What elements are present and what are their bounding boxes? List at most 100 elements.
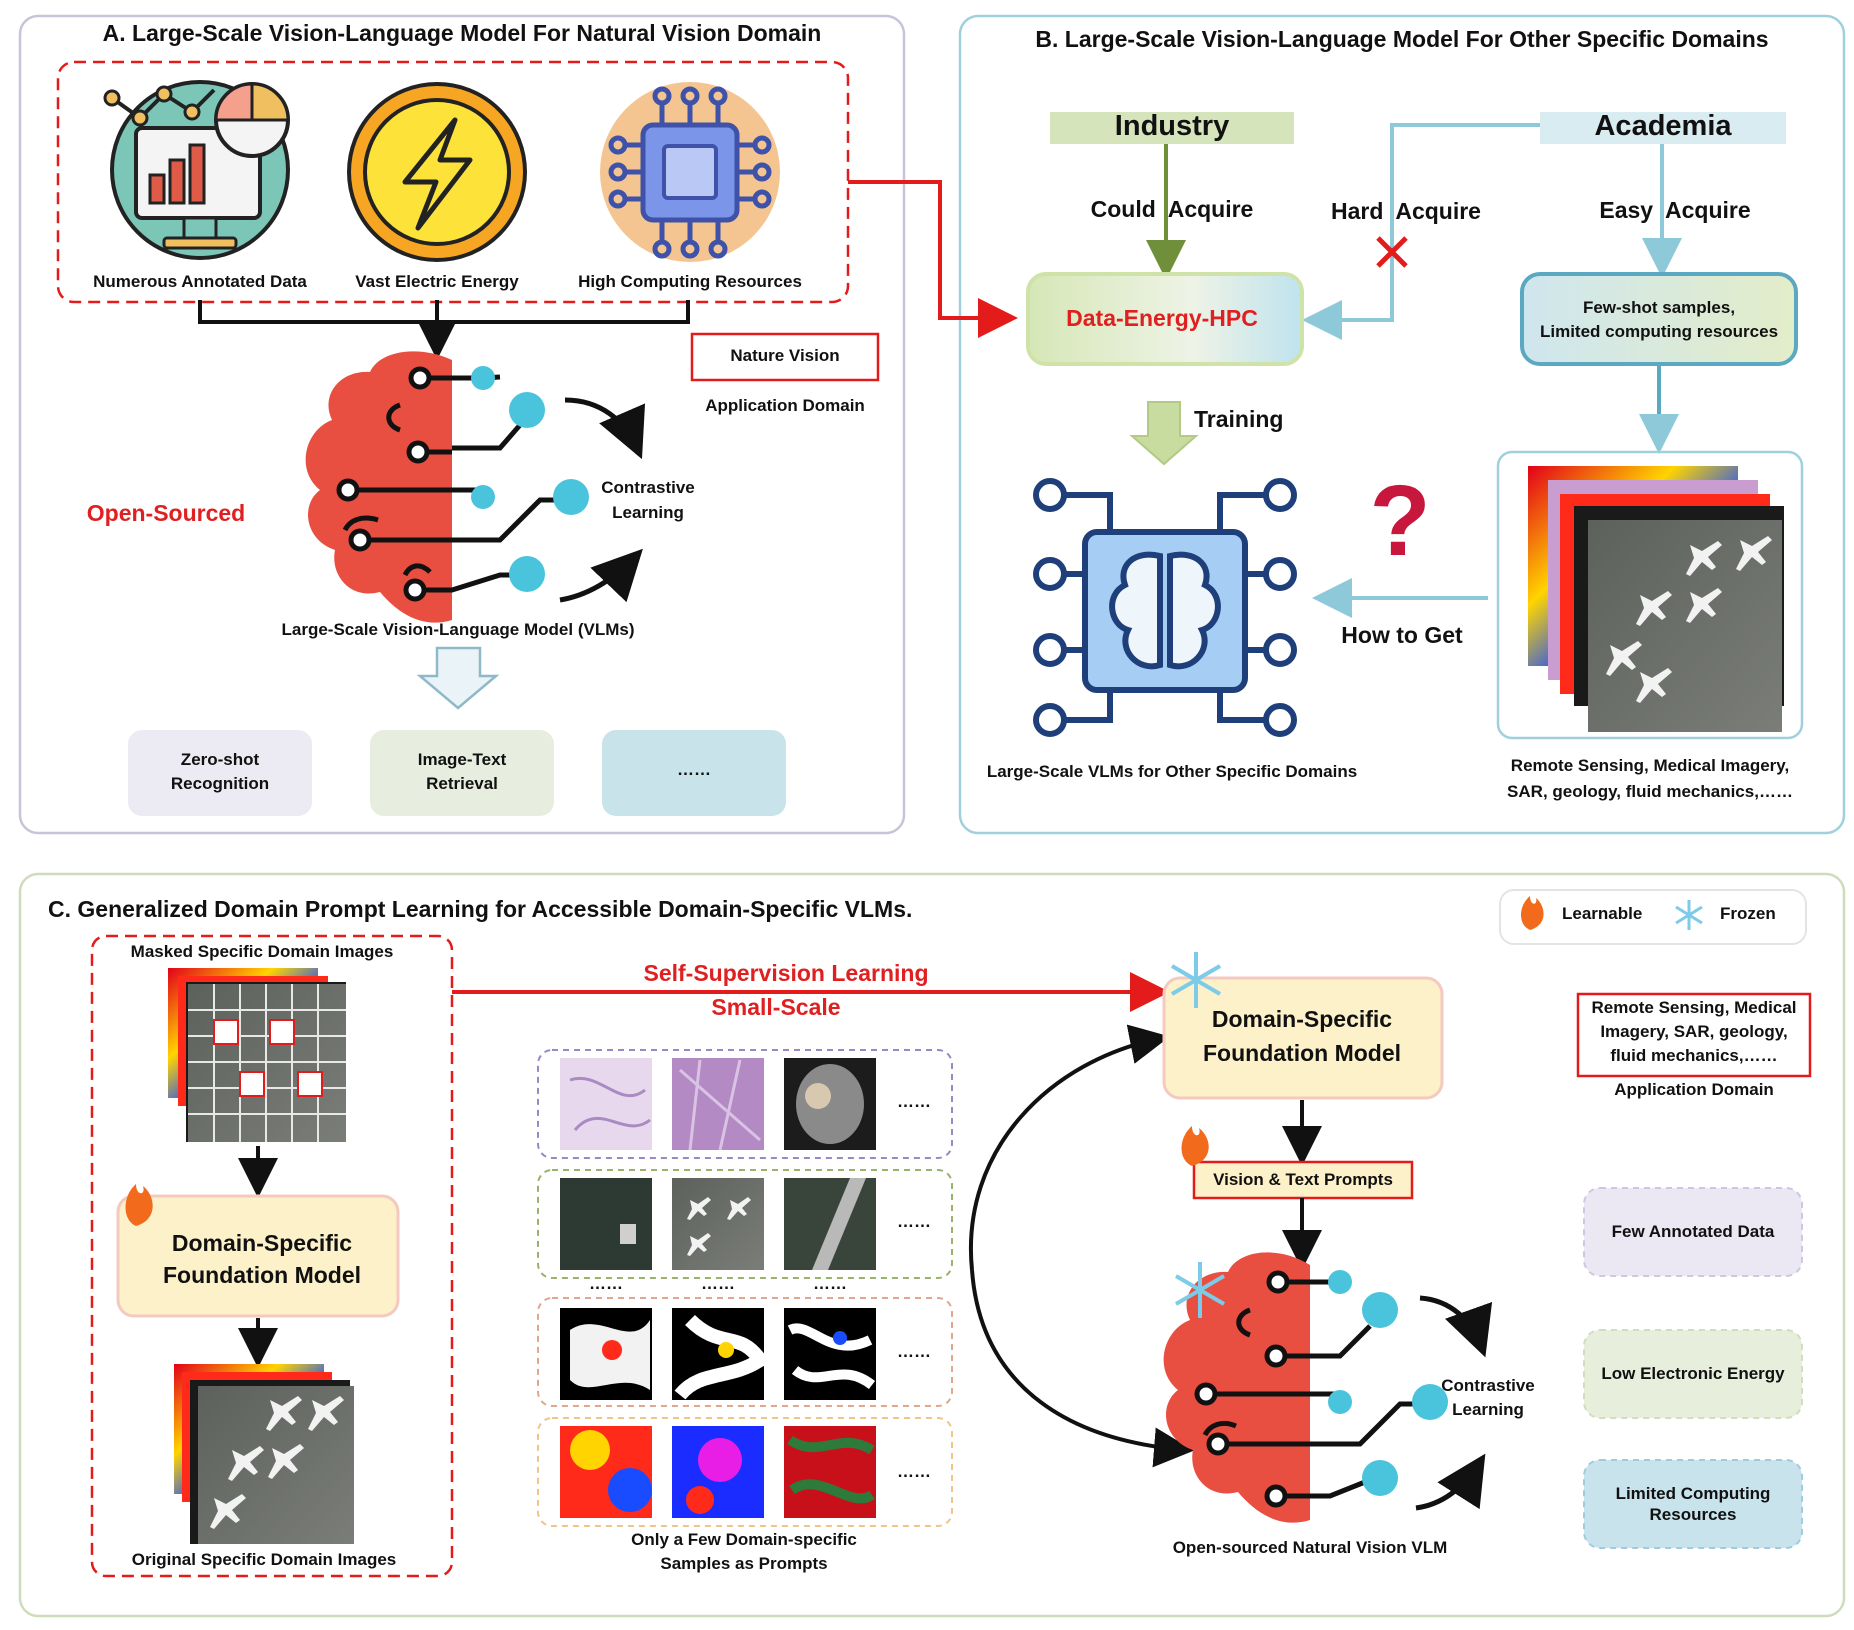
academia-label: Academia — [1594, 110, 1732, 142]
column-dots-3: …… — [813, 1274, 847, 1293]
domain-images-frame — [1496, 450, 1804, 740]
sample-row-sar — [537, 1297, 953, 1407]
sample-thumbnails — [560, 1058, 876, 1518]
feature-label-energy: Low Electronic Energy — [1601, 1364, 1785, 1384]
application-domain-label-a: Application Domain — [705, 396, 865, 415]
column-dots-2: …… — [701, 1274, 735, 1293]
could-acquire-label: Could Acquire — [1090, 196, 1254, 222]
academia-box — [1540, 112, 1786, 144]
vlm-label-b: Large-Scale VLMs for Other Specific Doma… — [986, 762, 1358, 781]
sample-row-satellite — [537, 1169, 953, 1279]
nature-vision-label: Nature Vision — [730, 346, 840, 365]
output-label-retrieval-1: Image-Text — [417, 750, 507, 769]
right-foundation-box — [1162, 976, 1444, 1100]
question-mark-icon: ? — [1369, 465, 1431, 577]
panel-a-frame — [18, 14, 906, 835]
brain-c-icon — [1163, 1252, 1493, 1523]
output-box-retrieval — [370, 730, 554, 816]
output-label-zero-shot-1: Zero-shot — [180, 750, 260, 769]
snowflake-icon-foundation — [1170, 952, 1222, 1008]
left-foundation-label-2: Foundation Model — [162, 1262, 362, 1288]
panel-c-frame — [18, 872, 1846, 1618]
output-label-more: …… — [677, 760, 711, 779]
right-foundation-label-2: Foundation Model — [1202, 1040, 1402, 1066]
hard-acquire-arrow — [1302, 123, 1540, 340]
panel-c-title: C. Generalized Domain Prompt Learning fo… — [48, 896, 913, 922]
original-images-label: Original Specific Domain Images — [131, 1550, 397, 1569]
snowflake-icon-vlm — [1174, 1262, 1226, 1318]
training-arrow — [1129, 401, 1199, 466]
legend-learnable: Learnable — [1562, 904, 1643, 923]
industry-label: Industry — [1114, 110, 1230, 142]
resource-label-computing: High Computing Resources — [578, 272, 802, 291]
feature-label-data: Few Annotated Data — [1611, 1222, 1775, 1242]
panel-b-frame — [958, 14, 1846, 835]
open-sourced-label: Open-Sourced — [86, 500, 246, 526]
domains-label-2: SAR, geology, fluid mechanics,…… — [1507, 782, 1793, 801]
panel-a-title: A. Large-Scale Vision-Language Model For… — [102, 20, 822, 46]
easy-acquire-label: Easy Acquire — [1599, 197, 1751, 223]
data-energy-hpc-label: Data-Energy-HPC — [1066, 305, 1258, 331]
output-label-zero-shot-2: Recognition — [170, 774, 270, 793]
row-ellipsis-3: …… — [897, 1342, 931, 1361]
legend-frozen: Frozen — [1720, 904, 1776, 923]
how-to-get-label: How to Get — [1341, 622, 1463, 648]
training-label: Training — [1194, 406, 1284, 432]
data-monitor-icon — [103, 80, 290, 260]
legend-box — [1499, 889, 1807, 945]
contrastive-label-a-1: Contrastive — [601, 478, 695, 497]
output-label-retrieval-2: Retrieval — [426, 774, 498, 793]
cross-icon — [1376, 236, 1408, 268]
few-samples-label-1: Only a Few Domain-specific — [631, 1530, 857, 1549]
output-box-more — [602, 730, 786, 816]
application-domain-label-c: Application Domain — [1614, 1080, 1774, 1099]
resource-label-energy: Vast Electric Energy — [355, 272, 519, 291]
flame-icon-prompts — [1181, 1126, 1209, 1166]
feature-box-data — [1583, 1187, 1803, 1277]
chip-brain-icon — [1033, 478, 1297, 737]
vlm-label-c: Open-sourced Natural Vision VLM — [1172, 1538, 1448, 1557]
vlm-label-a: Large-Scale Vision-Language Model (VLMs) — [281, 620, 635, 639]
contrastive-label-c-2: Learning — [1452, 1400, 1524, 1419]
domain-images-stack-b — [1528, 466, 1784, 732]
app-domain-box-c — [1576, 992, 1812, 1078]
small-scale-label: Small-Scale — [711, 994, 841, 1020]
flame-icon-legend — [1521, 896, 1544, 930]
lightning-icon — [347, 82, 527, 262]
app-domain-text-2: Imagery, SAR, geology, — [1600, 1022, 1788, 1041]
left-foundation-label-1: Domain-Specific — [171, 1230, 353, 1256]
flame-icon-left — [125, 1184, 153, 1226]
app-domain-text-1: Remote Sensing, Medical — [1591, 998, 1797, 1017]
row-ellipsis-4: …… — [897, 1462, 931, 1481]
domains-label-1: Remote Sensing, Medical Imagery, — [1510, 756, 1790, 775]
resource-label-data: Numerous Annotated Data — [93, 272, 307, 291]
masked-images-stack — [168, 968, 346, 1142]
feature-box-computing — [1583, 1459, 1803, 1549]
few-samples-label-2: Samples as Prompts — [660, 1554, 828, 1573]
sample-row-fluid — [537, 1417, 953, 1527]
hard-acquire-label: Hard Acquire — [1331, 198, 1481, 224]
feature-label-computing: Limited Computing Resources — [1615, 1483, 1771, 1524]
left-foundation-box — [116, 1194, 400, 1318]
output-box-zero-shot — [128, 730, 312, 816]
panel-b-title: B. Large-Scale Vision-Language Model For… — [1035, 26, 1769, 52]
brain-a-icon — [305, 351, 646, 623]
feature-box-energy — [1583, 1329, 1803, 1419]
few-shot-box — [1520, 272, 1798, 366]
curve-to-foundation — [968, 1024, 1170, 1271]
nature-vision-box — [690, 332, 880, 382]
few-shot-label-1: Few-shot samples, — [1582, 298, 1736, 317]
resources-dashed-box — [56, 60, 850, 304]
industry-box — [1050, 112, 1294, 144]
self-supervision-label: Self-Supervision Learning — [643, 960, 929, 986]
a-to-b-red-arrow — [848, 180, 1018, 338]
hollow-down-arrow — [416, 646, 500, 710]
column-dots-1: …… — [589, 1274, 623, 1293]
app-domain-text-3: fluid mechanics,…… — [1610, 1046, 1778, 1065]
few-shot-label-2: Limited computing resources — [1539, 322, 1779, 341]
contrastive-label-a-2: Learning — [612, 503, 684, 522]
masked-images-label: Masked Specific Domain Images — [130, 942, 394, 961]
curve-to-vlm — [970, 1269, 1194, 1468]
sample-row-histology — [537, 1049, 953, 1159]
